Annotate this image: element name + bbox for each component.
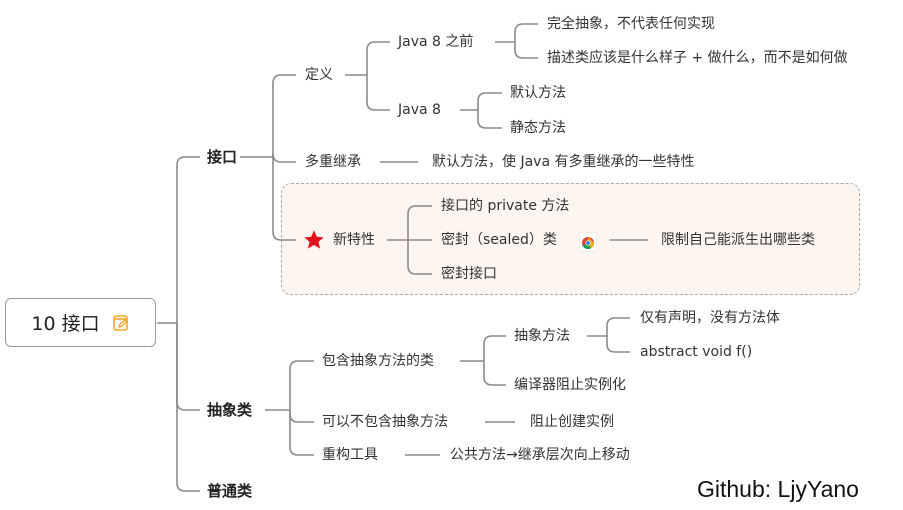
connector — [272, 157, 296, 241]
connector — [477, 110, 502, 129]
node-abstract-method[interactable]: 抽象方法 — [514, 328, 570, 344]
connector — [176, 323, 200, 492]
star-icon — [304, 230, 324, 249]
node-not-contains[interactable]: 可以不包含抽象方法 — [322, 414, 448, 430]
connector — [606, 317, 630, 336]
node-declaration-only[interactable]: 仅有声明，没有方法体 — [640, 310, 780, 326]
connector — [366, 75, 390, 111]
connector — [289, 360, 314, 410]
node-default-method[interactable]: 默认方法 — [510, 85, 566, 101]
connector — [483, 335, 506, 361]
connector — [483, 361, 506, 386]
connector — [514, 42, 538, 59]
root-label: 10 接口 — [31, 313, 100, 335]
node-fully-abstract[interactable]: 完全抽象，不代表任何实现 — [547, 16, 715, 32]
node-sealed-class[interactable]: 密封（sealed）类 — [441, 232, 557, 248]
node-abstract-class[interactable]: 抽象类 — [207, 401, 253, 419]
node-before-java8[interactable]: Java 8 之前 — [398, 34, 474, 50]
node-multiple-inheritance-note[interactable]: 默认方法，使 Java 有多重继承的一些特性 — [432, 154, 695, 170]
node-interface[interactable]: 接口 — [207, 148, 238, 166]
node-java8[interactable]: Java 8 — [398, 102, 441, 118]
connector — [477, 92, 502, 110]
node-describe-class[interactable]: 描述类应该是什么样子 + 做什么，而不是如何做 — [547, 50, 848, 66]
root-node[interactable]: 10 接口 — [5, 298, 156, 347]
node-contains-abstract[interactable]: 包含抽象方法的类 — [322, 353, 434, 369]
node-sealed-interface[interactable]: 密封接口 — [441, 266, 497, 282]
node-private-method[interactable]: 接口的 private 方法 — [441, 198, 570, 214]
node-definition[interactable]: 定义 — [305, 67, 333, 83]
connector — [366, 41, 390, 75]
connector — [407, 205, 432, 240]
connector — [272, 153, 296, 163]
connector — [289, 410, 314, 456]
connector — [407, 240, 432, 275]
node-new-features[interactable]: 新特性 — [333, 232, 375, 248]
chrome-icon[interactable] — [580, 233, 596, 251]
node-prevent-instance[interactable]: 阻止创建实例 — [530, 414, 614, 430]
connector — [176, 156, 200, 323]
github-watermark: Github: LjyYano — [697, 476, 859, 502]
connector — [606, 336, 630, 353]
node-abstract-void[interactable]: abstract void f() — [640, 344, 753, 360]
node-refactor[interactable]: 重构工具 — [322, 447, 378, 463]
node-compiler-prevents[interactable]: 编译器阻止实例化 — [514, 377, 626, 393]
new-features-highlight-box — [281, 183, 860, 295]
connector — [272, 74, 296, 157]
node-plain-class[interactable]: 普通类 — [207, 482, 253, 500]
node-multiple-inheritance[interactable]: 多重继承 — [305, 154, 361, 170]
note-edit-icon[interactable] — [112, 314, 130, 332]
node-sealed-note[interactable]: 限制自己能派生出哪些类 — [661, 232, 815, 248]
node-refactor-note[interactable]: 公共方法→继承层次向上移动 — [450, 447, 630, 463]
connector — [176, 323, 200, 411]
connector — [514, 23, 538, 42]
node-static-method[interactable]: 静态方法 — [510, 120, 566, 136]
connector — [289, 410, 314, 423]
